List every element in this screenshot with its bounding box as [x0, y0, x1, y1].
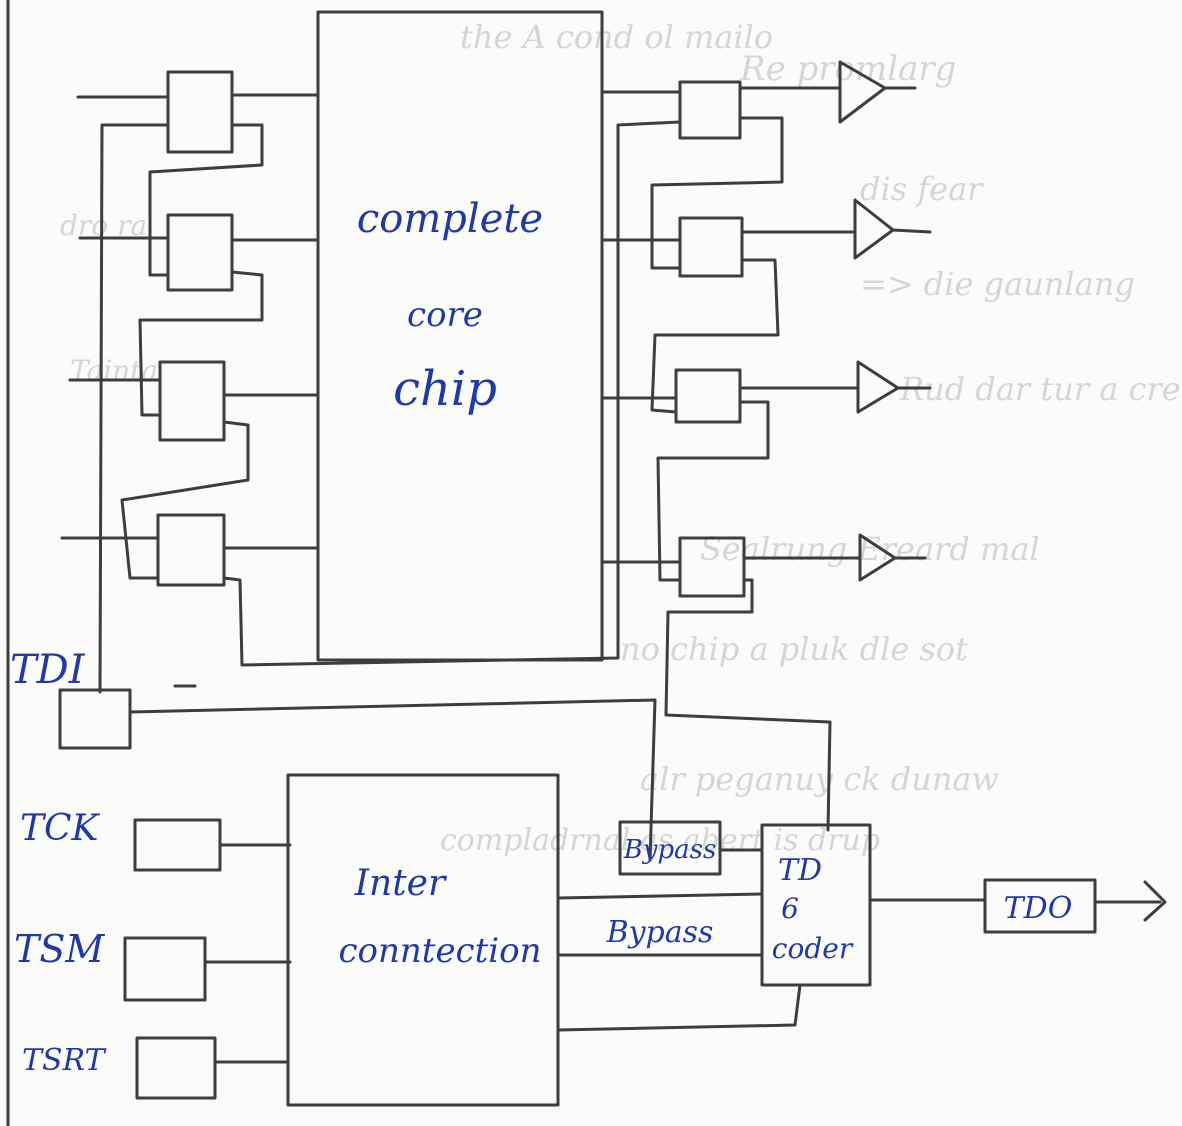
input-cell-3: [160, 362, 224, 440]
interconnect-label-connection: conntection: [338, 931, 541, 971]
core-chip-box: [318, 12, 602, 660]
core-label-chip: chip: [393, 361, 497, 417]
bleed-text-11: Tainta: [70, 354, 158, 387]
tdi-pin-box: [60, 690, 130, 748]
tms-pin-box: [125, 938, 205, 1000]
core-label-complete: complete: [357, 196, 543, 242]
bleed-text-8: alr peganuy ck dunaw: [640, 760, 999, 798]
output-buffers: [840, 62, 930, 580]
output-cell-2: [680, 218, 742, 276]
bleed-text-5: Rud dar tur a crear: [899, 370, 1182, 408]
tdi-label: TDI: [10, 647, 86, 693]
bleed-text-7: no chip a pluk dle sot: [620, 630, 968, 668]
interconnect-label: Inter conntection: [338, 863, 541, 971]
bleed-text-2: Re promlarg: [739, 49, 956, 89]
bypass-register-label: Bypass: [623, 835, 717, 865]
input-cell-1: [168, 72, 232, 152]
core-label-core: core: [407, 295, 483, 335]
bleed-text-1: the A cond ol mailo: [460, 18, 773, 56]
trst-pin-box: [137, 1038, 215, 1098]
tck-pin-box: [135, 820, 220, 870]
bleed-text-6: Sealrung Ereard mal: [700, 530, 1040, 568]
tdo-decoder-label: TD 6 coder: [772, 853, 854, 965]
output-buffer-2: [855, 200, 893, 258]
tck-label: TCK: [20, 808, 101, 849]
core-chip-label: complete core chip: [357, 196, 543, 417]
trst-label: TSRT: [22, 1043, 107, 1078]
decoder-label-td: TD: [778, 853, 822, 888]
bleed-text-3: dis fear: [860, 170, 984, 208]
decoder-label-six: 6: [781, 892, 799, 925]
input-cell-4: [158, 515, 224, 585]
bleed-text-4: => die gaunlang: [860, 265, 1135, 303]
input-cell-2: [168, 215, 232, 290]
output-buffer-3: [858, 362, 898, 412]
interconnect-label-inter: Inter: [354, 863, 447, 904]
bleed-through-text: the A cond ol mailo Re promlarg dis fear…: [60, 18, 1182, 858]
tdo-label: TDO: [1004, 891, 1073, 926]
output-boundary-cells: [602, 82, 860, 830]
tms-label: TSM: [14, 927, 105, 971]
output-cell-3: [676, 370, 740, 422]
bypass-line-label: Bypass: [606, 915, 714, 950]
output-cell-1: [680, 82, 740, 138]
decoder-label-coder: coder: [772, 932, 854, 965]
